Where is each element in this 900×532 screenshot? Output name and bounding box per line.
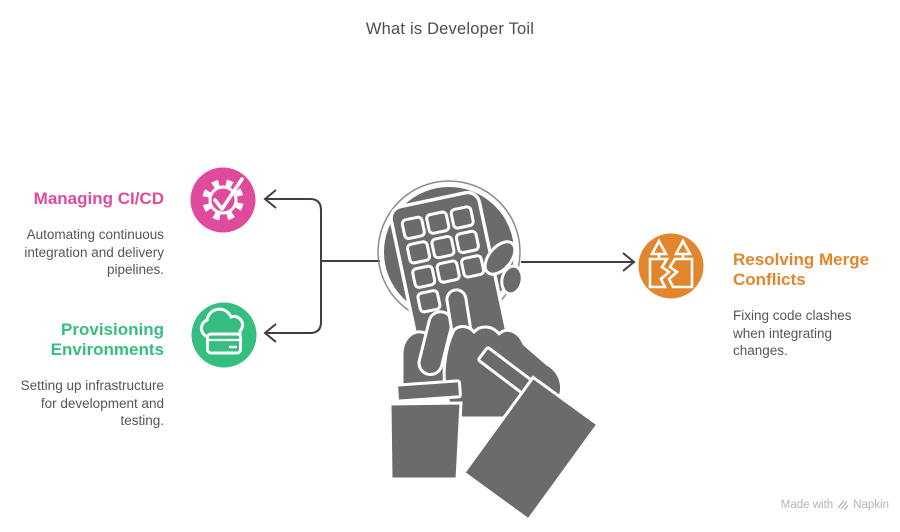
item-description-managing-ci-cd: Automating continuous integration and de… xyxy=(24,227,164,277)
watermark-brand: Napkin xyxy=(853,499,889,511)
watermark-prefix: Made with xyxy=(780,499,834,511)
gear-check-icon-circle xyxy=(190,167,256,233)
item-description-resolving-merge-conflicts: Fixing code clashes when integrating cha… xyxy=(733,308,852,358)
napkin-logo-icon xyxy=(837,500,849,510)
gear-check-icon xyxy=(190,167,256,233)
right-sleeve xyxy=(461,346,600,522)
item-heading-managing-ci-cd: Managing CI/CD xyxy=(33,189,164,208)
arrowhead-right xyxy=(622,252,636,272)
connector-right xyxy=(521,252,636,272)
cloud-server-icon xyxy=(191,302,257,368)
made-with-napkin: Made with Napkin xyxy=(781,499,889,511)
item-heading-provisioning-environments: Provisioning Environments xyxy=(50,320,164,359)
item-description-provisioning-environments: Setting up infrastructure for developmen… xyxy=(20,378,164,428)
arrowhead-left-top xyxy=(263,189,277,209)
merge-conflict-icon xyxy=(638,233,704,299)
hands-device-illustration xyxy=(377,180,600,522)
arrowhead-left-bottom xyxy=(263,323,277,343)
left-sleeve xyxy=(388,379,463,481)
page-title: What is Developer Toil xyxy=(365,20,535,38)
item-heading-resolving-merge-conflicts: Resolving Merge Conflicts xyxy=(733,250,870,289)
connector-left xyxy=(263,189,380,343)
